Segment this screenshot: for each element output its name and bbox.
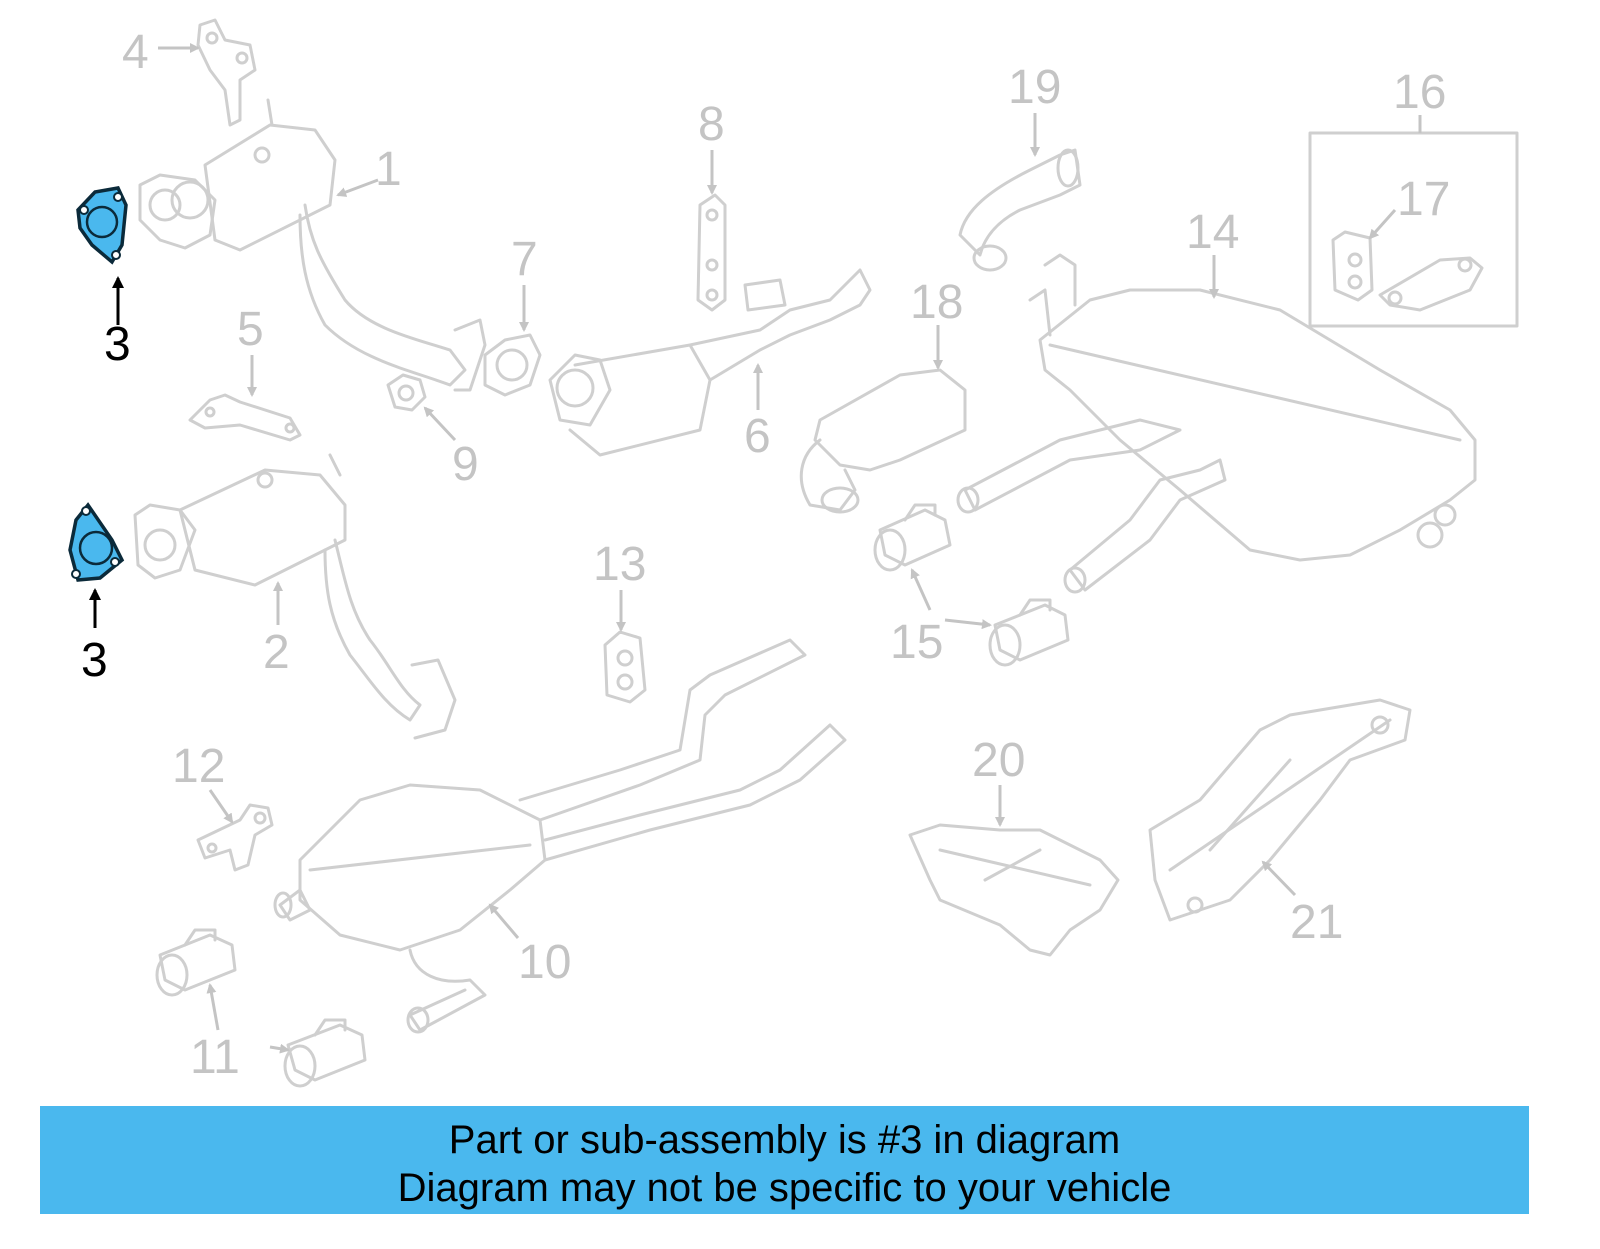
- clamp-part-15: [873, 503, 1070, 667]
- hanger-kit-part-16: [1308, 131, 1519, 328]
- callout-19: 19: [1008, 61, 1061, 114]
- callout-4: 4: [122, 26, 149, 79]
- rear-muffler-part-14: [956, 253, 1477, 594]
- callout-8: 8: [698, 98, 725, 151]
- center-muffler-part-10: [273, 638, 847, 1034]
- callout-3-upper: 3: [104, 318, 131, 371]
- gasket-part-3-lower: [68, 502, 125, 582]
- callout-20: 20: [972, 734, 1025, 787]
- clamp-part-11: [155, 928, 367, 1088]
- callout-15: 15: [890, 616, 943, 669]
- callout-5: 5: [237, 303, 264, 356]
- callout-17: 17: [1397, 173, 1450, 226]
- callout-12: 12: [172, 740, 225, 793]
- nut-part-9: [386, 373, 427, 412]
- callout-11: 11: [190, 1031, 240, 1084]
- heat-shield-part-20: [908, 823, 1120, 957]
- gasket-part-7: [483, 333, 542, 397]
- catalytic-converter-part-2: [133, 453, 457, 740]
- callout-16: 16: [1393, 66, 1446, 119]
- callout-3-lower: 3: [81, 634, 108, 687]
- bracket-part-8: [696, 193, 727, 312]
- info-banner: Part or sub-assembly is #3 in diagram Di…: [40, 1106, 1529, 1214]
- callout-1: 1: [375, 143, 402, 196]
- bracket-part-4: [196, 18, 257, 127]
- banner-line-2: Diagram may not be specific to your vehi…: [397, 1166, 1172, 1210]
- leader-lines: [89, 43, 1422, 1054]
- callout-6: 6: [744, 410, 771, 463]
- callout-9: 9: [452, 438, 479, 491]
- callout-10: 10: [518, 936, 571, 989]
- callout-18: 18: [910, 276, 963, 329]
- banner-line-1: Part or sub-assembly is #3 in diagram: [448, 1118, 1121, 1162]
- bracket-part-12: [196, 803, 274, 872]
- callout-21: 21: [1290, 896, 1343, 949]
- resonator-part-18: [799, 368, 967, 514]
- callout-7: 7: [511, 233, 538, 286]
- gasket-part-3-upper: [76, 186, 128, 265]
- tail-pipe-part-19: [958, 148, 1082, 272]
- catalytic-converter-part-1: [138, 98, 487, 392]
- callout-labels: 4 1 3 5 7 8 9 6 19 16 17 14 18 3 2 13 15…: [81, 26, 1450, 1084]
- heat-shield-part-21: [1148, 698, 1412, 922]
- callout-13: 13: [593, 538, 646, 591]
- callout-2: 2: [263, 626, 290, 679]
- converter-part-6: [548, 268, 872, 457]
- callout-14: 14: [1186, 206, 1239, 259]
- rubber-hanger-part-13: [603, 630, 647, 704]
- bracket-part-5: [188, 393, 302, 442]
